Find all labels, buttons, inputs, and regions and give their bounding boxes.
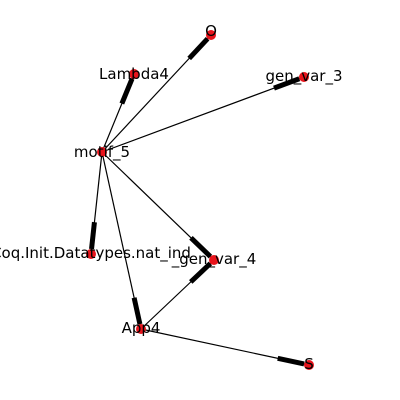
node-o[interactable] bbox=[206, 30, 216, 40]
arrowhead-motif-5-to-gen-var-4 bbox=[189, 235, 213, 259]
node-label-coq-init-datatypes-nat-ind: Coq.Init.Datatypes.nat_ind bbox=[0, 244, 191, 263]
arrowhead-motif-5-to-coq-init-datatypes-nat-ind bbox=[89, 221, 97, 250]
arrowhead-motif-5-to-o bbox=[187, 36, 210, 61]
node-coq-init-datatypes-nat-ind[interactable] bbox=[86, 249, 96, 259]
node-app4[interactable] bbox=[136, 324, 146, 334]
edges-layer bbox=[89, 34, 310, 367]
arrowhead-app4-to-gen-var-4 bbox=[189, 261, 213, 284]
edge-motif-5-to-gen-var-3 bbox=[101, 76, 305, 153]
node-lambda4[interactable] bbox=[129, 69, 139, 79]
node-label-gen-var-3: gen_var_3 bbox=[265, 67, 342, 86]
node-motif-5[interactable] bbox=[97, 147, 107, 157]
node-gen-var-3[interactable] bbox=[299, 72, 309, 82]
arrowhead-motif-5-to-app4 bbox=[131, 297, 143, 325]
arrowhead-app4-to-s bbox=[277, 355, 305, 367]
labels-layer: O Lambda4 gen_var_3 motif_5Coq.Init.Datatyp… bbox=[0, 22, 343, 373]
node-s[interactable] bbox=[304, 360, 314, 370]
node-label-lambda4: Lambda4 bbox=[99, 65, 169, 83]
arrowhead-motif-5-to-gen-var-3 bbox=[273, 76, 301, 91]
node-label-s: S bbox=[304, 355, 314, 373]
node-label-gen-var-4: _gen_var_4 bbox=[171, 250, 257, 269]
nodes-layer bbox=[86, 30, 314, 370]
arrowhead-motif-5-to-lambda4 bbox=[119, 77, 135, 105]
node-gen-var-4[interactable] bbox=[209, 255, 219, 265]
node-label-app4: App4 bbox=[122, 319, 161, 337]
node-label-motif-5: motif_5 bbox=[74, 143, 130, 162]
node-label-o: O bbox=[205, 22, 217, 40]
